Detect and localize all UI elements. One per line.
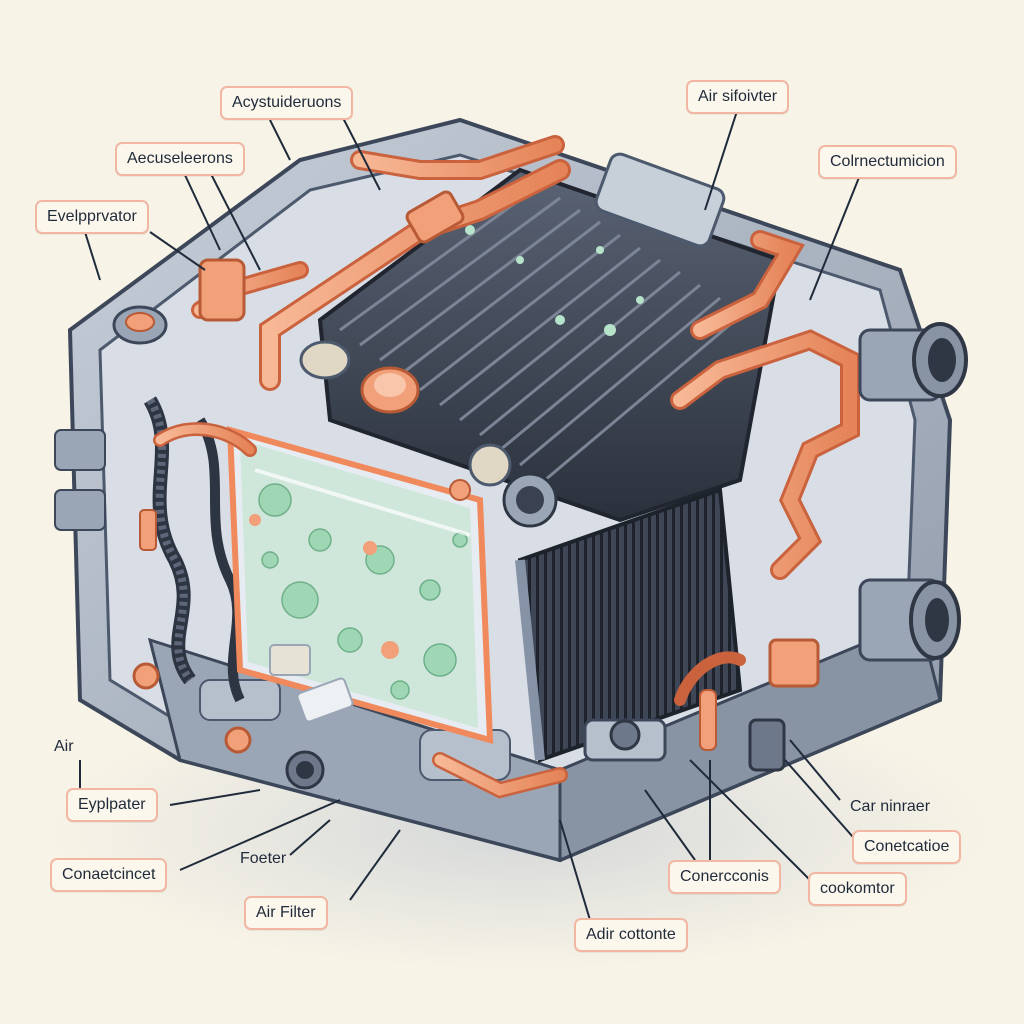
condenser-coil [317, 167, 783, 523]
label-bottom-2: Air Filter [244, 896, 328, 930]
label-right-lower-3: cookomtor [808, 872, 907, 906]
label-top-left-1: Acystuideruons [220, 86, 354, 120]
label-left-upper: Evelpprvator [35, 200, 149, 234]
right-connectors [858, 322, 968, 662]
leader-lines [79, 107, 861, 921]
label-right-lower-1: Car ninraer [850, 798, 931, 815]
fittings [112, 152, 820, 772]
label-right-upper: Colrnectumicion [818, 145, 957, 179]
label-top-left-2: Aecuseleerons [115, 142, 245, 176]
label-left-lower-2: Eyplpater [66, 788, 158, 822]
label-left-lower-1: Air [54, 738, 74, 755]
label-left-lower-3: Conaetcincet [50, 858, 168, 892]
label-top-right-1: Air sifoivter [686, 80, 790, 114]
label-bottom-1: Foeter [240, 850, 287, 867]
label-right-lower-2: Conetcatioe [852, 830, 962, 864]
label-bottom-4: Conercconis [668, 860, 781, 894]
label-bottom-3: Adir cottonte [574, 918, 688, 952]
